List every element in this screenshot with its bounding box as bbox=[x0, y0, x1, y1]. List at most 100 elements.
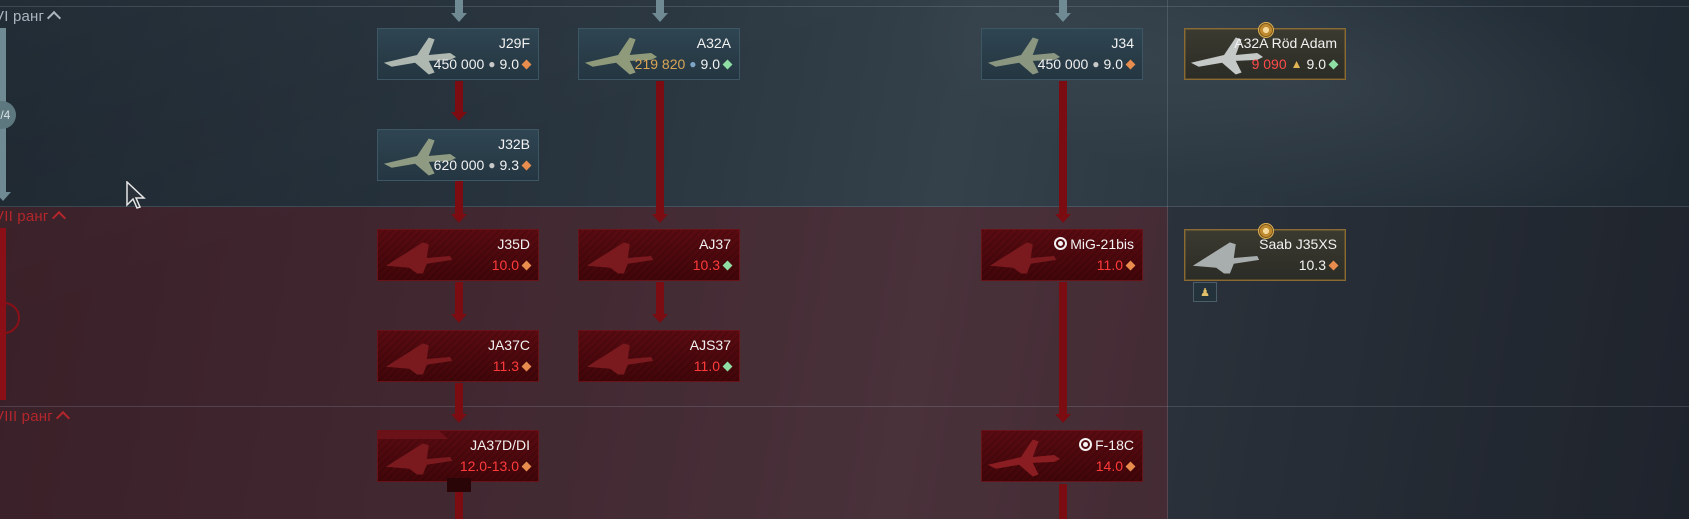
grid-line bbox=[0, 6, 1689, 7]
rank-diamond-icon bbox=[1125, 260, 1136, 270]
tree-connector bbox=[1059, 0, 1067, 14]
arrow-down-icon bbox=[0, 192, 11, 201]
arrow-down-icon bbox=[1055, 414, 1071, 423]
vehicle-card-j32b[interactable]: J32B 620 000●9.3 bbox=[377, 129, 539, 181]
research-cost: 219 820 bbox=[634, 56, 686, 72]
aircraft-mig-21bis-icon bbox=[984, 234, 1062, 278]
arrow-down-icon bbox=[652, 214, 668, 223]
vehicle-name: J32B bbox=[498, 136, 530, 152]
vehicle-name-row: MiG-21bis bbox=[1054, 236, 1134, 252]
vehicle-name: A32A bbox=[696, 35, 731, 51]
arrow-down-icon bbox=[451, 13, 467, 22]
tree-connector bbox=[455, 484, 463, 519]
rank-diamond-icon bbox=[1328, 59, 1339, 69]
vehicle-name-row: F-18C bbox=[1079, 437, 1134, 453]
research-points-icon: ● bbox=[488, 57, 496, 71]
battle-rating: 10.3 bbox=[692, 257, 720, 273]
target-marker-icon bbox=[1054, 237, 1068, 250]
premium-medal-icon bbox=[1258, 22, 1274, 38]
battle-rating: 11.3 bbox=[492, 358, 519, 374]
aircraft-saab-j35xs-icon bbox=[1187, 234, 1265, 278]
rank-diamond-icon bbox=[722, 361, 733, 371]
rank-vi-progress-badge: 3/4 bbox=[0, 101, 16, 129]
tree-connector bbox=[1059, 484, 1067, 519]
vehicle-card-a32a[interactable]: A32A 219 820●9.0 bbox=[578, 28, 740, 80]
aircraft-ja37c-icon bbox=[380, 335, 458, 379]
vehicle-card-aj37[interactable]: AJ37 10.3 bbox=[578, 229, 740, 281]
vehicle-card-f-18c[interactable]: F-18C 14.0 bbox=[981, 430, 1143, 482]
battle-rating: 9.0 bbox=[499, 56, 519, 72]
tree-connector bbox=[455, 282, 463, 315]
vehicle-card-ajs37[interactable]: AJS37 11.0 bbox=[578, 330, 740, 382]
battle-rating: 9.3 bbox=[499, 157, 519, 173]
arrow-down-icon bbox=[451, 112, 467, 121]
rank-diamond-icon bbox=[521, 260, 532, 270]
research-cost: 450 000 bbox=[1037, 56, 1089, 72]
arrow-down-icon bbox=[451, 314, 467, 323]
tree-connector bbox=[1059, 81, 1067, 215]
vehicle-card-j35d[interactable]: J35D 10.0 bbox=[377, 229, 539, 281]
target-marker-icon bbox=[1079, 438, 1093, 451]
chevron-up-icon bbox=[55, 410, 70, 426]
vehicle-name: AJ37 bbox=[699, 236, 731, 252]
chevron-up-icon bbox=[51, 210, 66, 226]
vehicle-card-j34[interactable]: J34 450 000●9.0 bbox=[981, 28, 1143, 80]
aircraft-ajs37-icon bbox=[581, 335, 659, 379]
battle-rating: 14.0 bbox=[1095, 458, 1123, 474]
tree-connector bbox=[455, 181, 463, 215]
purchase-cost: 9 090 bbox=[1251, 56, 1287, 72]
arrow-down-icon bbox=[451, 414, 467, 423]
crew-icon[interactable]: ♟ bbox=[1193, 282, 1217, 302]
rank-diamond-icon bbox=[521, 461, 532, 471]
aircraft-ja37d-di-icon bbox=[380, 435, 458, 479]
vehicle-name: J34 bbox=[1111, 35, 1134, 51]
tree-connector bbox=[455, 81, 463, 113]
vehicle-card-ja37c[interactable]: JA37C 11.3 bbox=[377, 330, 539, 382]
vehicle-name: F-18C bbox=[1095, 437, 1134, 453]
tree-connector bbox=[656, 282, 664, 315]
vehicle-folder-ja37d-di[interactable]: JA37D/DI 12.0-13.0 bbox=[377, 430, 539, 482]
vehicle-name: JA37C bbox=[487, 337, 530, 353]
grid-line bbox=[0, 406, 1689, 407]
tree-connector bbox=[455, 0, 463, 14]
vehicle-name: A32A Röd Adam bbox=[1234, 35, 1337, 51]
vehicle-name: JA37D/DI bbox=[470, 437, 530, 453]
arrow-down-icon bbox=[451, 214, 467, 223]
vehicle-name: AJS37 bbox=[689, 337, 731, 353]
tree-connector bbox=[656, 0, 664, 14]
battle-rating: 10.3 bbox=[1298, 257, 1326, 273]
rank-diamond-icon bbox=[521, 59, 532, 69]
vehicle-name: Saab J35XS bbox=[1259, 236, 1337, 252]
vehicle-card-mig-21bis[interactable]: MiG-21bis 11.0 bbox=[981, 229, 1143, 281]
rank-diamond-icon bbox=[722, 260, 733, 270]
aircraft-f-18c-icon bbox=[984, 435, 1062, 479]
chevron-up-icon bbox=[47, 10, 62, 26]
premium-column-divider bbox=[1167, 0, 1168, 519]
tree-connector bbox=[455, 383, 463, 415]
rank-diamond-icon bbox=[722, 59, 733, 69]
mouse-cursor-icon bbox=[126, 181, 146, 209]
rank-diamond-icon bbox=[1328, 260, 1339, 270]
tree-connector bbox=[1059, 282, 1067, 415]
research-points-icon: ● bbox=[488, 158, 496, 172]
arrow-down-icon bbox=[1055, 13, 1071, 22]
rank-viii-label[interactable]: VIII ранг bbox=[0, 408, 70, 426]
vehicle-name: J29F bbox=[498, 35, 530, 51]
research-points-icon: ● bbox=[689, 57, 697, 71]
aircraft-j35d-icon bbox=[380, 234, 458, 278]
vehicle-name: MiG-21bis bbox=[1070, 236, 1134, 252]
arrow-down-icon bbox=[1055, 214, 1071, 223]
rank-vi-label[interactable]: VI ранг bbox=[0, 8, 62, 26]
research-cost: 620 000 bbox=[433, 157, 485, 173]
folder-expand-badge[interactable] bbox=[447, 478, 471, 492]
premium-medal-icon bbox=[1258, 223, 1274, 239]
research-cost: 450 000 bbox=[433, 56, 485, 72]
battle-rating: 9.0 bbox=[1306, 56, 1326, 72]
rank-diamond-icon bbox=[1125, 461, 1136, 471]
golden-eagles-icon: ▲ bbox=[1290, 57, 1303, 71]
research-points-icon: ● bbox=[1092, 57, 1100, 71]
rank-vii-label[interactable]: VII ранг bbox=[0, 208, 66, 226]
arrow-down-icon bbox=[652, 13, 668, 22]
battle-rating: 12.0-13.0 bbox=[459, 458, 519, 474]
vehicle-card-j29f[interactable]: J29F 450 000●9.0 bbox=[377, 28, 539, 80]
